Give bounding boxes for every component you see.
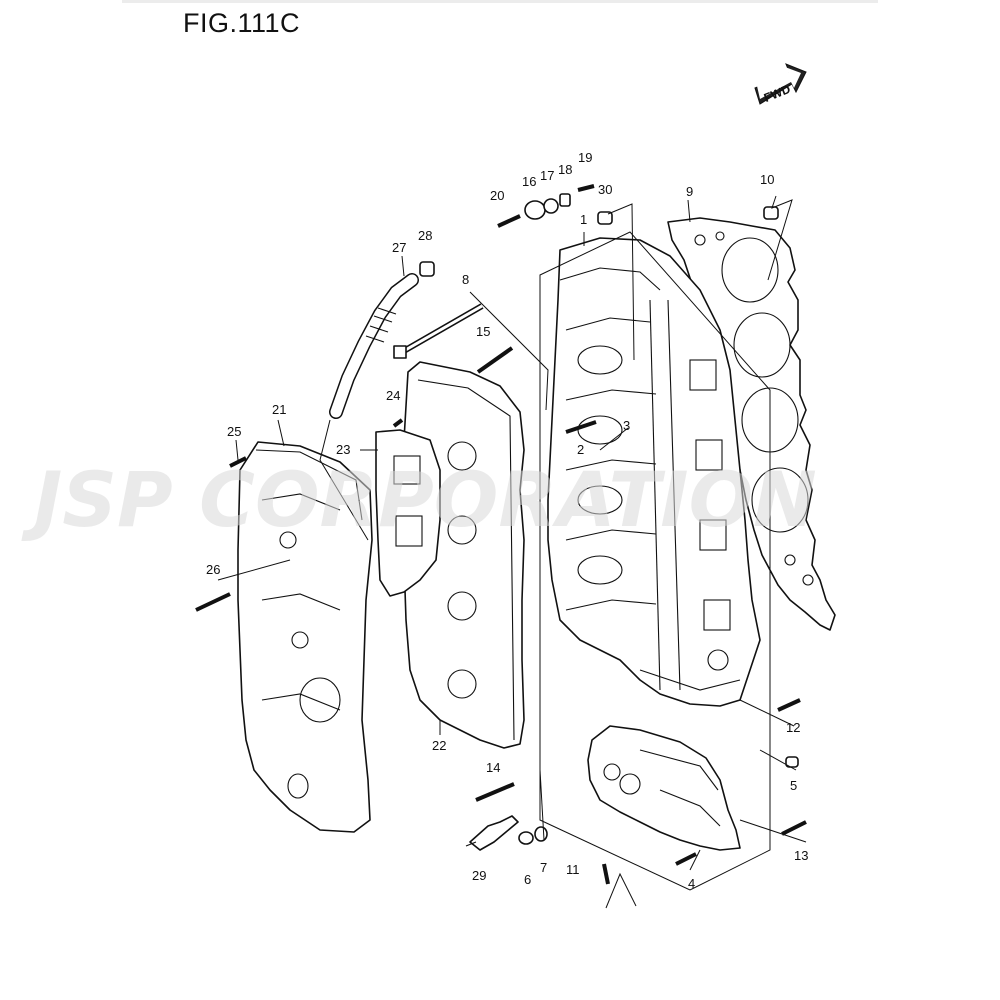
callout-6: 6 [524, 872, 531, 887]
callout-5: 5 [790, 778, 797, 793]
callout-9: 9 [686, 184, 693, 199]
callout-23: 23 [336, 442, 350, 457]
callout-19: 19 [578, 150, 592, 165]
spark-plug [465, 815, 519, 851]
assembly-bracket [539, 231, 771, 891]
hose-clamp [419, 261, 435, 277]
callout-13: 13 [794, 848, 808, 863]
callout-26: 26 [206, 562, 220, 577]
callout-14: 14 [486, 760, 500, 775]
callout-20: 20 [490, 188, 504, 203]
breather-hose [329, 273, 419, 419]
callout-10: 10 [760, 172, 774, 187]
callout-7: 7 [540, 860, 547, 875]
breather-plate [375, 429, 441, 597]
callout-29: 29 [472, 868, 486, 883]
callout-2: 2 [577, 442, 584, 457]
callout-21: 21 [272, 402, 286, 417]
top-border-line [122, 0, 878, 3]
callout-24: 24 [386, 388, 400, 403]
callout-12: 12 [786, 720, 800, 735]
callout-16: 16 [522, 174, 536, 189]
callout-17: 17 [540, 168, 554, 183]
callout-15: 15 [476, 324, 490, 339]
callout-30: 30 [598, 182, 612, 197]
cam-cover [237, 441, 373, 833]
callout-25: 25 [227, 424, 241, 439]
figure-title: FIG.111C [183, 8, 301, 38]
callout-18: 18 [558, 162, 572, 177]
callout-22: 22 [432, 738, 446, 753]
callout-27: 27 [392, 240, 406, 255]
callout-1: 1 [580, 212, 587, 227]
leader-lines [217, 195, 807, 909]
watermark-text: JSP CORPORATION [21, 455, 817, 544]
cylinder-head [547, 237, 761, 707]
callout-11: 11 [566, 862, 580, 877]
lower-housing [587, 725, 741, 851]
bolts [195, 184, 807, 885]
fwd-arrow-icon: FWD [754, 63, 807, 105]
callout-8: 8 [462, 272, 469, 287]
callout-4: 4 [688, 876, 695, 891]
callout-3: 3 [623, 418, 630, 433]
callout-28: 28 [418, 228, 432, 243]
